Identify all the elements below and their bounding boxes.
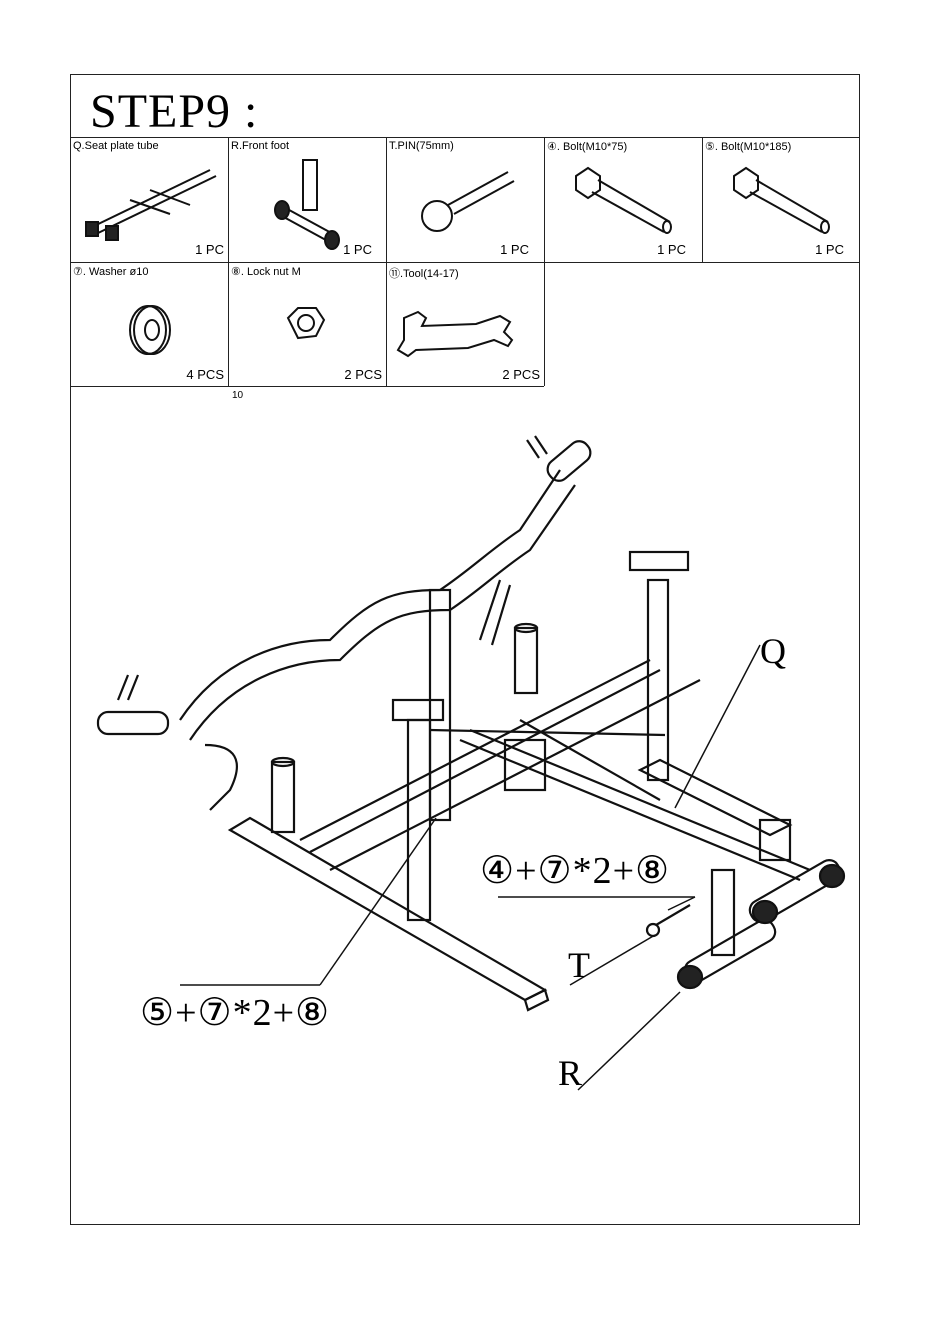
callout-left-combo: ⑤+⑦*2+⑧ bbox=[140, 990, 330, 1035]
machine-frame-icon bbox=[98, 436, 844, 1010]
callout-right-combo: ④+⑦*2+⑧ bbox=[480, 848, 670, 893]
label-r: R bbox=[558, 1052, 582, 1094]
label-q: Q bbox=[760, 630, 786, 672]
label-t: T bbox=[568, 944, 590, 986]
